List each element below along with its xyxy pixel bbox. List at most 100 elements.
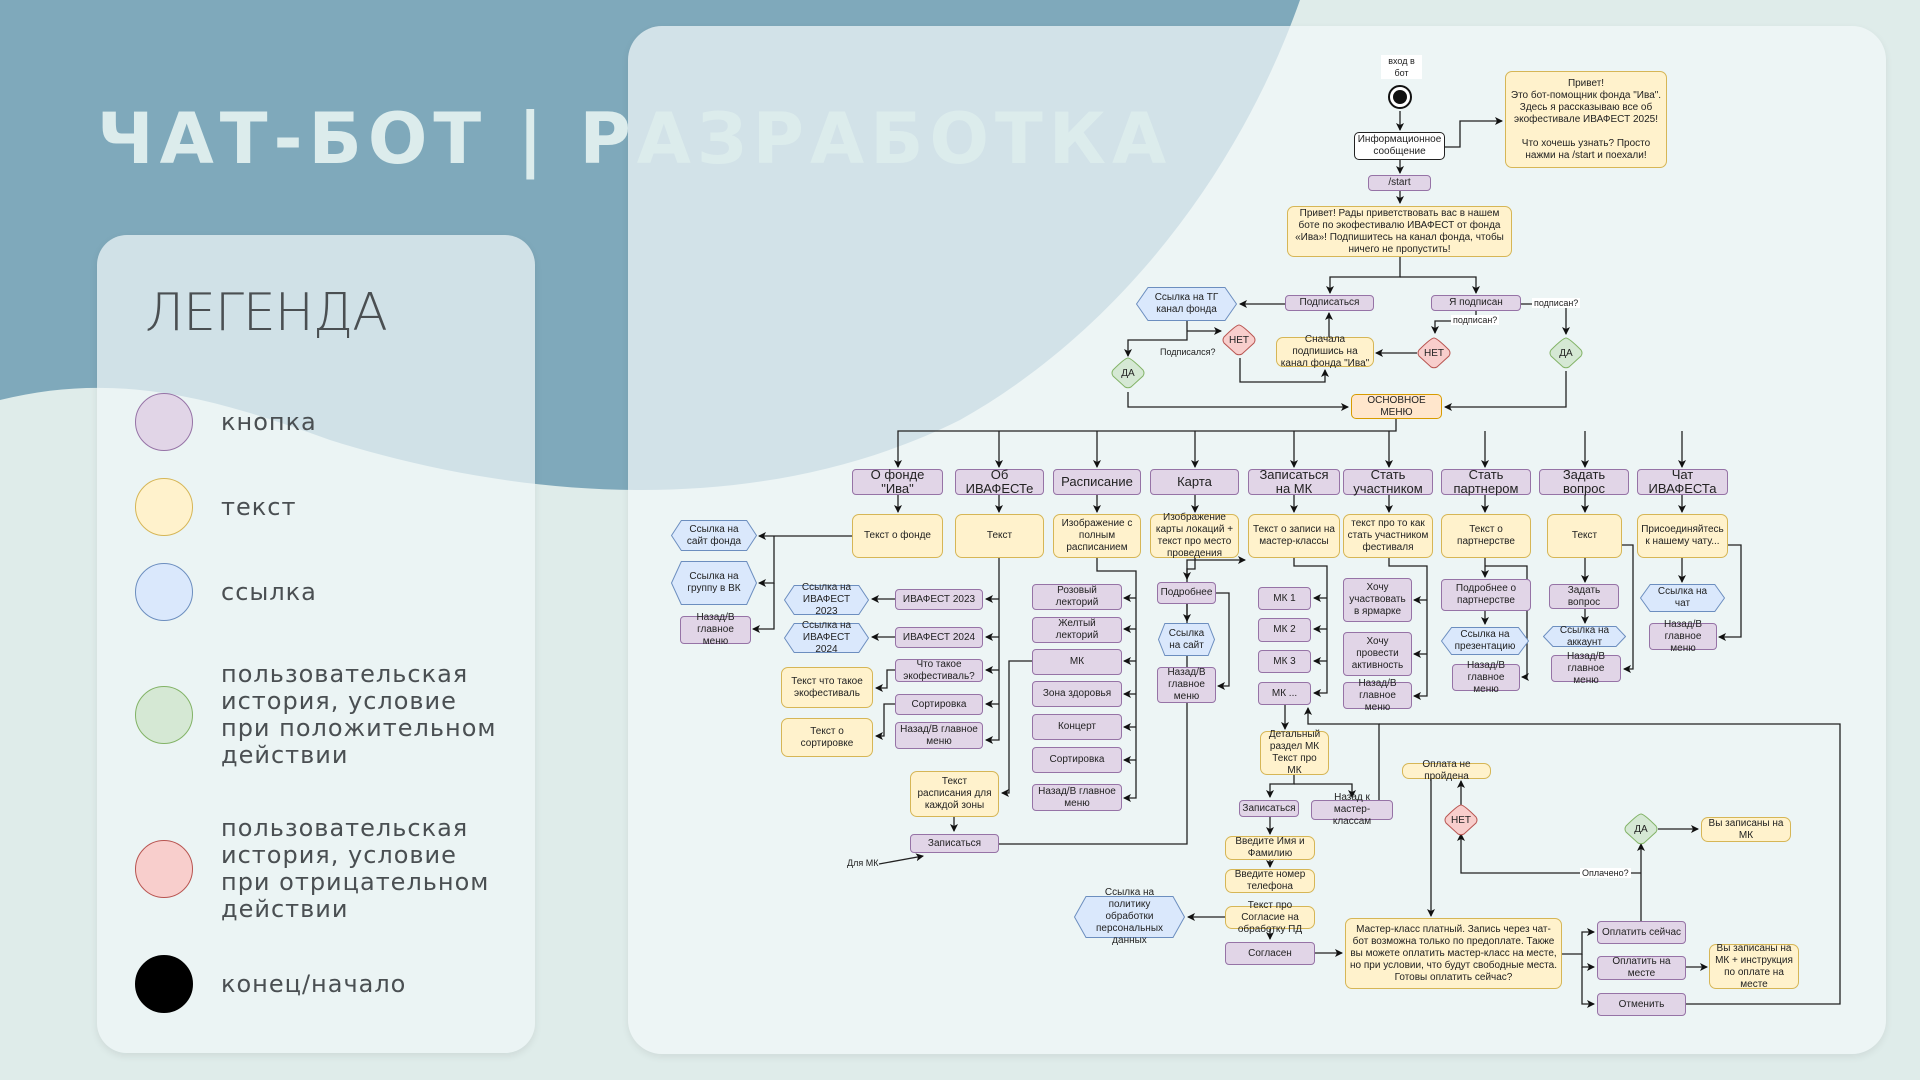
legend-label: текст [221, 492, 297, 521]
button-b-back-sched[interactable]: Назад/В главное меню [1032, 784, 1122, 811]
button-m-about-fund[interactable]: О фонде "Ива" [852, 468, 943, 496]
button-m-chat[interactable]: Чат ИВАФЕСТа [1637, 468, 1728, 496]
button-b-back-part[interactable]: Назад/В главное меню [1343, 678, 1412, 713]
legend-item-button: кнопка [135, 393, 511, 451]
button-b-back-chat[interactable]: Назад/В главное меню [1649, 619, 1717, 654]
button-b-fest2023[interactable]: ИВАФЕСТ 2023 [895, 589, 983, 610]
start-end-swatch-icon [135, 955, 193, 1013]
legend-label: ссылка [221, 577, 317, 606]
link-l-vk[interactable]: Ссылка на группу в ВК [671, 561, 757, 605]
button-b-mkn[interactable]: МК ... [1258, 682, 1311, 705]
connector-arrow [1581, 954, 1595, 971]
text-subscribe-first: Сначала подпишись на канал фонда "Ива" [1276, 334, 1374, 369]
text-t-whatis: Текст что такое экофестиваль [781, 667, 873, 708]
yes-decision: ДА [1110, 357, 1146, 389]
connector-arrow [1622, 544, 1634, 673]
button-m-map[interactable]: Карта [1150, 469, 1239, 495]
button-b-back-partner[interactable]: Назад/В главное меню [1452, 660, 1520, 695]
button-m-about-fest[interactable]: Об ИВАФЕСТе [955, 468, 1044, 496]
text-t-participant: текст про то как стать участником фестив… [1343, 514, 1433, 558]
link-l-presentation[interactable]: Ссылка на презентацию [1441, 627, 1529, 655]
button-b-ask[interactable]: Задать вопрос [1549, 584, 1619, 609]
button-b-activity[interactable]: Хочу провести активность [1343, 632, 1412, 676]
button-b-agree[interactable]: Согласен [1225, 942, 1315, 965]
button-m-partner[interactable]: Стать партнером [1441, 468, 1531, 496]
button-b-cancel[interactable]: Отменить [1597, 993, 1686, 1016]
no-decision: НЕТ [1443, 804, 1479, 836]
link-swatch-icon [135, 563, 193, 621]
button-subscribed-btn[interactable]: Я подписан [1431, 295, 1521, 311]
text-t-fest: Текст [955, 514, 1044, 558]
button-b-mk2[interactable]: МК 2 [1258, 618, 1311, 642]
for-mk-label: Для МК [847, 858, 879, 868]
button-b-more-partner[interactable]: Подробнее о партнерстве [1441, 579, 1531, 611]
button-b-sortzone[interactable]: Сортировка [1032, 747, 1122, 773]
button-b-back-fund[interactable]: Назад/В главное меню [680, 612, 751, 647]
button-b-sort[interactable]: Сортировка [895, 694, 983, 715]
entry-label: вход в бот [1381, 55, 1422, 79]
text-t-consent: Текст про Согласие на обработку ПД [1225, 900, 1315, 935]
button-m-participant[interactable]: Стать участником [1343, 468, 1433, 496]
link-l-site-fund[interactable]: Ссылка на сайт фонда [671, 520, 757, 551]
button-b-back-mk[interactable]: Назад к мастер-классам [1311, 792, 1393, 827]
button-b-pink[interactable]: Розовый лекторий [1032, 584, 1122, 610]
text-swatch-icon [135, 478, 193, 536]
button-b-fair[interactable]: Хочу участвовать в ярмарке [1343, 578, 1412, 622]
button-b-health[interactable]: Зона здоровья [1032, 681, 1122, 707]
yes-decision: ДА [1623, 813, 1659, 845]
decision-label: ДА [1559, 347, 1573, 359]
button-b-mk1[interactable]: МК 1 [1258, 587, 1311, 610]
button-b-whatis[interactable]: Что такое экофестиваль? [895, 659, 983, 682]
button-b-pay-now[interactable]: Оплатить сейчас [1597, 921, 1686, 944]
decision-label: НЕТ [1424, 347, 1444, 359]
link-l-account[interactable]: Ссылка на аккаунт [1543, 625, 1626, 648]
button-swatch-icon [135, 393, 193, 451]
legend-item-start-end: конец/начало [135, 955, 511, 1013]
button-b-more-map[interactable]: Подробнее [1157, 582, 1216, 604]
edge-label: Оплачено? [1580, 868, 1631, 878]
connector-arrow [1266, 775, 1295, 798]
text-t-signed: Вы записаны на МК [1701, 817, 1791, 842]
button-b-back-map[interactable]: Назад/В главное меню [1157, 667, 1216, 703]
text-info-text: Привет! Это бот-помощник фонда "Ива". Зд… [1505, 71, 1667, 168]
link-label: Ссылка на политику обработки персональны… [1095, 887, 1164, 946]
link-l-site-map[interactable]: Ссылка на сайт [1158, 623, 1215, 656]
text-info-msg: Информационное сообщение [1354, 132, 1445, 160]
negative-swatch-icon [135, 840, 193, 898]
text-t-schedule: Изображение с полным расписанием [1053, 514, 1141, 558]
button-m-question[interactable]: Задать вопрос [1539, 468, 1629, 496]
link-label: Ссылка на группу в ВК [687, 571, 741, 594]
text-t-phone: Введите номер телефона [1225, 869, 1315, 893]
connector-arrow [875, 703, 895, 740]
button-b-mk3[interactable]: МК 3 [1258, 650, 1311, 673]
button-b-back-question[interactable]: Назад/В главное меню [1551, 651, 1621, 686]
link-l-policy[interactable]: Ссылка на политику обработки персональны… [1074, 887, 1185, 946]
legend-title: ЛЕГЕНДА [145, 283, 388, 343]
button-b-back-fest[interactable]: Назад/В главное меню [895, 722, 983, 749]
link-label: Ссылка на ИВАФЕСТ 2024 [801, 620, 852, 655]
button-b-signup-mk[interactable]: Записаться [1239, 800, 1299, 817]
button-subscribe-btn[interactable]: Подписаться [1285, 295, 1374, 311]
legend-label: конец/начало [221, 969, 407, 998]
button-b-pay-place[interactable]: Оплатить на месте [1597, 956, 1686, 980]
button-start-btn[interactable]: /start [1368, 175, 1431, 191]
button-m-mk[interactable]: Записаться на МК [1248, 468, 1340, 496]
edge-label: Подписался? [1160, 347, 1216, 357]
no-decision: НЕТ [1221, 324, 1257, 356]
text-t-paid: Мастер-класс платный. Запись через чат-б… [1345, 918, 1562, 989]
start-node-icon [1388, 85, 1412, 109]
link-label: Ссылка на чат [1657, 586, 1708, 609]
button-b-mkzone[interactable]: МК [1032, 649, 1122, 675]
decision-label: ДА [1634, 823, 1648, 835]
button-m-schedule[interactable]: Расписание [1053, 469, 1141, 495]
button-b-signup-zone[interactable]: Записаться [910, 834, 999, 853]
link-l-fest2023[interactable]: Ссылка на ИВАФЕСТ 2023 [784, 582, 869, 617]
text-t-mk: Текст о записи на мастер-классы [1248, 514, 1340, 558]
legend-panel: ЛЕГЕНДА кнопка текст ссылка пользователь… [97, 235, 535, 1053]
button-b-fest2024[interactable]: ИВАФЕСТ 2024 [895, 627, 983, 648]
link-l-fest2024[interactable]: Ссылка на ИВАФЕСТ 2024 [784, 620, 869, 655]
button-b-yellow[interactable]: Желтый лекторий [1032, 617, 1122, 643]
button-b-concert[interactable]: Концерт [1032, 714, 1122, 740]
link-l-chat[interactable]: Ссылка на чат [1640, 584, 1725, 612]
link-tg-link[interactable]: Ссылка на ТГ канал фонда [1136, 287, 1237, 321]
